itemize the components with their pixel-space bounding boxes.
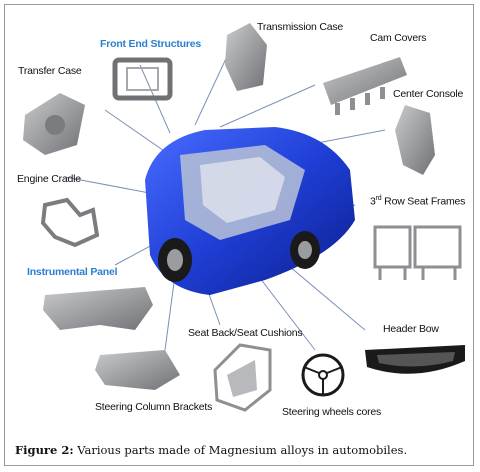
center-console-part [395, 105, 435, 175]
label-transfer-case: Transfer Case [18, 65, 82, 77]
label-instrumental-panel: Instrumental Panel [27, 266, 118, 278]
figure-frame: Front End Structures Transmission Case C… [4, 4, 474, 466]
label-header-bow: Header Bow [383, 323, 439, 335]
label-transmission-case: Transmission Case [257, 21, 344, 33]
label-engine-cradle: Engine Cradle [17, 173, 81, 185]
engine-cradle-part [40, 197, 100, 248]
third-row-seat-frames-part [373, 225, 462, 280]
seat-back-part [213, 343, 272, 412]
steering-wheel-core-part [301, 353, 345, 397]
car-illustration [145, 127, 355, 295]
figure-number: Figure 2: [15, 443, 74, 457]
transmission-case-part [225, 23, 267, 91]
label-center-console: Center Console [393, 88, 464, 100]
label-front-end-structures: Front End Structures [100, 38, 202, 50]
label-seat-back-seat-cushions: Seat Back/Seat Cushions [188, 327, 303, 339]
label-steering-wheels-cores: Steering wheels cores [282, 406, 382, 418]
front-end-structure-part [112, 57, 173, 101]
steering-column-brackets-part [95, 350, 180, 390]
transfer-case-part [23, 93, 85, 155]
instrumental-panel-part [43, 287, 153, 330]
car-parts-diagram [23, 23, 465, 412]
header-bow-part [365, 345, 465, 374]
label-cam-covers: Cam Covers [370, 32, 427, 44]
caption-text: Various parts made of Magnesium alloys i… [73, 443, 408, 457]
label-third-row-seat-frames: 3rd Row Seat Frames [370, 195, 466, 208]
label-steering-column-brackets: Steering Column Brackets [95, 401, 213, 413]
cam-covers-part [323, 57, 407, 115]
figure-caption: Figure 2: Various parts made of Magnesiu… [15, 443, 407, 457]
